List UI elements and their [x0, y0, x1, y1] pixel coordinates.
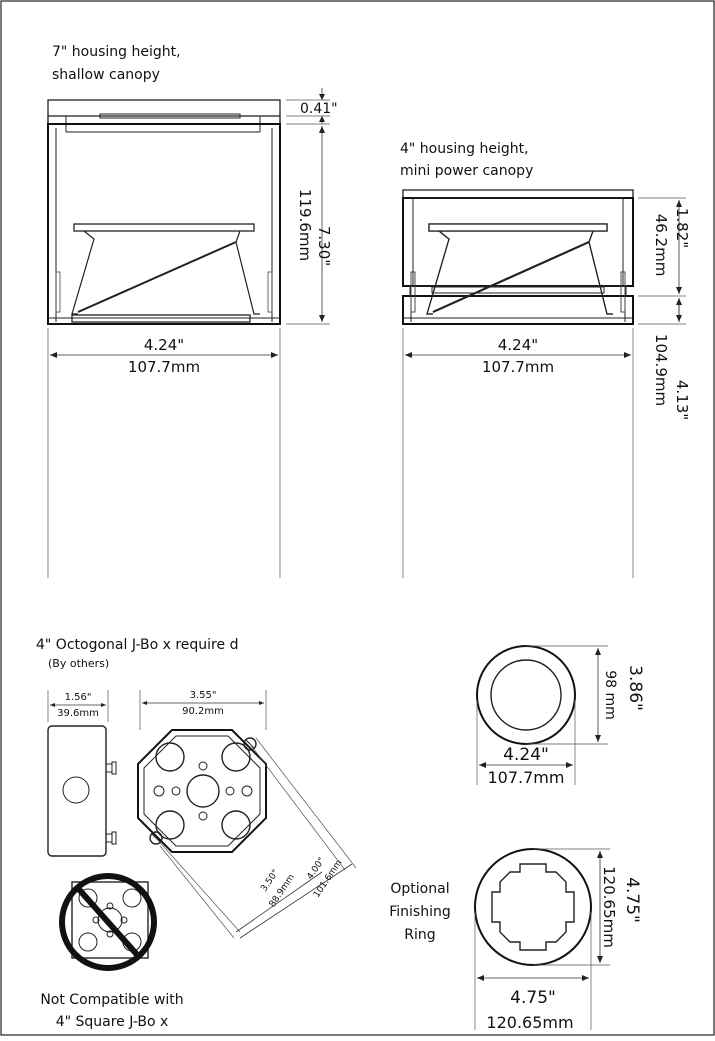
- canopy-width-mm: 107.7mm: [488, 768, 565, 787]
- housing-7-clip-right: [267, 271, 273, 313]
- housing-4-height-mm: 104.9mm: [652, 334, 670, 406]
- housing-7-width-mm: 107.7mm: [128, 358, 200, 376]
- not-compatible-line2: 4" Square J-Bo x: [56, 1014, 169, 1030]
- canopy-inner-circle: [490, 659, 562, 731]
- housing-4-width-in: 4.24": [498, 336, 538, 354]
- housing-4-canopy-mm: 46.2mm: [652, 214, 670, 277]
- housing-dimensions: 0.41" 119.6mm 7.30" 4.24" 107.7mm 46.2mm…: [47, 88, 691, 578]
- housing-4-clip-right: [620, 271, 626, 313]
- housing-7-height-in: 7.30": [315, 226, 333, 266]
- canopy-height-in: 3.86": [625, 665, 645, 711]
- canopy-top-view: 98 mm 3.86" 4.24" 107.7mm: [476, 645, 645, 787]
- ring-cutout: [491, 863, 575, 951]
- jbox-top-in: 3.55": [190, 690, 217, 701]
- housing-7-leg-right: [235, 230, 260, 315]
- jbox-side-view: [47, 725, 107, 857]
- housing-7-body-outline: [47, 123, 281, 325]
- housing-4-canopy-in: 1.82": [673, 208, 691, 248]
- housing-7-caption-line2: shallow canopy: [52, 67, 160, 83]
- housing-4-caption-line2: mini power canopy: [400, 163, 533, 179]
- jbox-screw-bottom: [149, 831, 163, 845]
- ring-label-line1: Optional: [390, 881, 449, 897]
- finishing-ring-view: Optional Finishing Ring 120.65mm 4.75" 4…: [389, 848, 642, 1032]
- ring-height-mm: 120.65mm: [600, 866, 618, 948]
- housing-7-canopy-dim: 0.41": [300, 101, 338, 117]
- housing-7-brace: [77, 241, 237, 313]
- square-jbox: [71, 881, 149, 959]
- housing-7-width-in: 4.24": [144, 336, 184, 354]
- ring-width-in: 4.75": [510, 988, 556, 1008]
- canopy-outer-circle: [476, 645, 576, 745]
- jbox-side-in: 1.56": [65, 692, 92, 703]
- ring-label-line3: Ring: [404, 927, 435, 943]
- ring-height-in: 4.75": [622, 877, 642, 923]
- jbox-top-mm: 90.2mm: [182, 706, 224, 717]
- canopy-width-in: 4.24": [503, 745, 549, 765]
- jbox-side-mm: 39.6mm: [57, 708, 99, 719]
- housing-7-leg-left: [71, 230, 95, 315]
- housing-7-drawing: 7" housing height, shallow canopy: [47, 44, 281, 325]
- housing-7-height-mm: 119.6mm: [296, 189, 314, 261]
- jbox-screw-top: [243, 737, 257, 751]
- jbox-section: 4" Octogonal J-Bo x require d (By others…: [36, 637, 357, 1030]
- housing-4-leg-right: [588, 230, 613, 315]
- housing-4-body-outline: [402, 295, 634, 325]
- canopy-height-mm: 98 mm: [602, 670, 618, 720]
- not-compatible-line1: Not Compatible with: [40, 992, 183, 1008]
- housing-7-clip-left: [55, 271, 61, 313]
- housing-4-clip-left: [410, 271, 416, 313]
- housing-7-shelf: [73, 223, 255, 232]
- prohibition-icon: [59, 873, 157, 971]
- housing-bodies: [47, 123, 634, 325]
- housing-4-shelf: [428, 223, 608, 232]
- ring-width-mm: 120.65mm: [486, 1013, 573, 1032]
- housing-4-leg-left: [426, 230, 450, 315]
- housing-4-height-in: 4.13": [673, 380, 691, 420]
- jbox-octagon: [137, 729, 267, 853]
- housing-4-brace: [432, 241, 590, 313]
- ring-label-line2: Finishing: [389, 904, 451, 920]
- jbox-title: 4" Octogonal J-Bo x require d: [36, 637, 238, 653]
- housing-4-caption-line1: 4" housing height,: [400, 141, 529, 157]
- housing-4-width-mm: 107.7mm: [482, 358, 554, 376]
- jbox-subtitle: (By others): [48, 657, 109, 670]
- housing-7-caption-line1: 7" housing height,: [52, 44, 181, 60]
